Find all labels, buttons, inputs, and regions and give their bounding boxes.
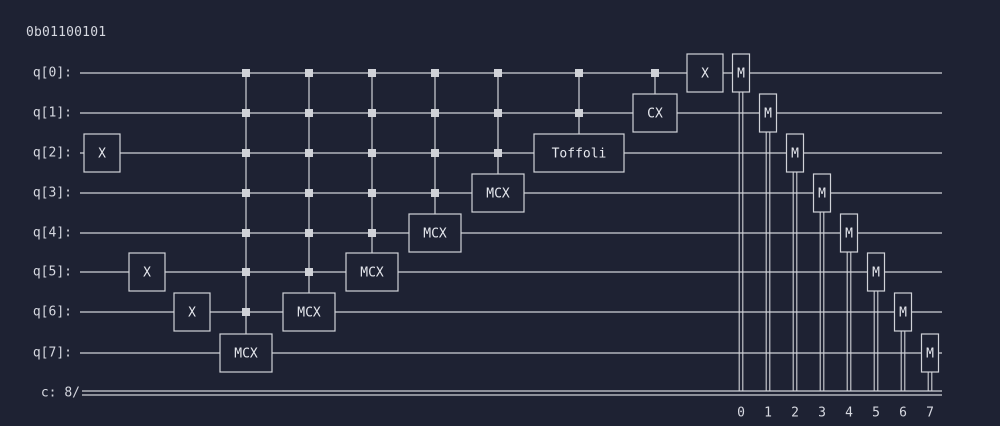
control-dot-6-0 [431, 69, 439, 77]
gate-box-9 [632, 93, 678, 133]
classical-index-1: 1 [764, 406, 772, 421]
measure-box-4 [839, 213, 859, 253]
measure-label-7: M [926, 347, 934, 362]
measure-label-1: M [764, 107, 772, 122]
gate-label-4: MCX [297, 306, 321, 321]
control-dot-4-3 [305, 189, 313, 197]
control-dot-6-1 [431, 109, 439, 117]
gate-box-8 [533, 133, 625, 173]
measure-box-0 [731, 53, 751, 93]
state-bitstring: 0b01100101 [26, 25, 107, 40]
control-dot-3-1 [242, 109, 250, 117]
measure-box-1 [758, 93, 778, 133]
control-dot-3-3 [242, 189, 250, 197]
gate-label-1: X [143, 266, 151, 281]
gate-label-6: MCX [423, 227, 447, 242]
gate-label-2: X [188, 306, 196, 321]
gate-label-3: MCX [234, 347, 258, 362]
classical-index-7: 7 [926, 406, 934, 421]
measure-label-2: M [791, 147, 799, 162]
control-dot-5-4 [368, 229, 376, 237]
control-dot-3-5 [242, 268, 250, 276]
measure-label-6: M [899, 306, 907, 321]
measure-box-6 [893, 292, 913, 332]
gate-box-5 [345, 252, 399, 292]
control-dot-7-2 [494, 149, 502, 157]
control-dot-7-1 [494, 109, 502, 117]
control-dot-7-0 [494, 69, 502, 77]
measure-label-3: M [818, 187, 826, 202]
gate-label-10: X [701, 67, 709, 82]
measure-box-2 [785, 133, 805, 173]
classical-index-4: 4 [845, 406, 853, 421]
qubit-label-1: q[1]: [33, 106, 72, 121]
qubit-label-6: q[6]: [33, 305, 72, 320]
gate-box-0 [83, 133, 121, 173]
qubit-label-7: q[7]: [33, 346, 72, 361]
gate-label-0: X [98, 147, 106, 162]
control-dot-3-0 [242, 69, 250, 77]
measure-box-7 [920, 333, 940, 373]
gate-box-4 [282, 292, 336, 332]
control-dot-3-2 [242, 149, 250, 157]
gate-label-7: MCX [486, 187, 510, 202]
control-dot-9-0 [651, 69, 659, 77]
measure-box-3 [812, 173, 832, 213]
gate-box-7 [471, 173, 525, 213]
qubit-label-5: q[5]: [33, 265, 72, 280]
classical-label: c: 8/ [41, 386, 80, 401]
measure-label-4: M [845, 227, 853, 242]
control-dot-4-2 [305, 149, 313, 157]
control-dot-5-1 [368, 109, 376, 117]
control-dot-3-4 [242, 229, 250, 237]
control-dot-6-2 [431, 149, 439, 157]
gate-box-2 [173, 292, 211, 332]
control-dot-8-1 [575, 109, 583, 117]
control-dot-4-4 [305, 229, 313, 237]
control-dot-6-3 [431, 189, 439, 197]
classical-index-0: 0 [737, 406, 745, 421]
qubit-label-3: q[3]: [33, 186, 72, 201]
control-dot-3-6 [242, 308, 250, 316]
gate-label-8: Toffoli [552, 147, 607, 162]
measure-label-5: M [872, 266, 880, 281]
gate-box-10 [686, 53, 724, 93]
control-dot-4-1 [305, 109, 313, 117]
control-dot-5-2 [368, 149, 376, 157]
qubit-label-0: q[0]: [33, 66, 72, 81]
gate-label-5: MCX [360, 266, 384, 281]
gate-box-3 [219, 333, 273, 373]
gate-box-6 [408, 213, 462, 253]
classical-index-5: 5 [872, 406, 880, 421]
measure-label-0: M [737, 67, 745, 82]
control-dot-5-3 [368, 189, 376, 197]
qubit-label-4: q[4]: [33, 226, 72, 241]
classical-index-6: 6 [899, 406, 907, 421]
measure-box-5 [866, 252, 886, 292]
control-dot-4-5 [305, 268, 313, 276]
control-dot-5-0 [368, 69, 376, 77]
classical-index-2: 2 [791, 406, 799, 421]
classical-index-3: 3 [818, 406, 826, 421]
gate-box-1 [128, 252, 166, 292]
control-dot-8-0 [575, 69, 583, 77]
control-dot-4-0 [305, 69, 313, 77]
qubit-label-2: q[2]: [33, 146, 72, 161]
gate-label-9: CX [647, 107, 663, 122]
